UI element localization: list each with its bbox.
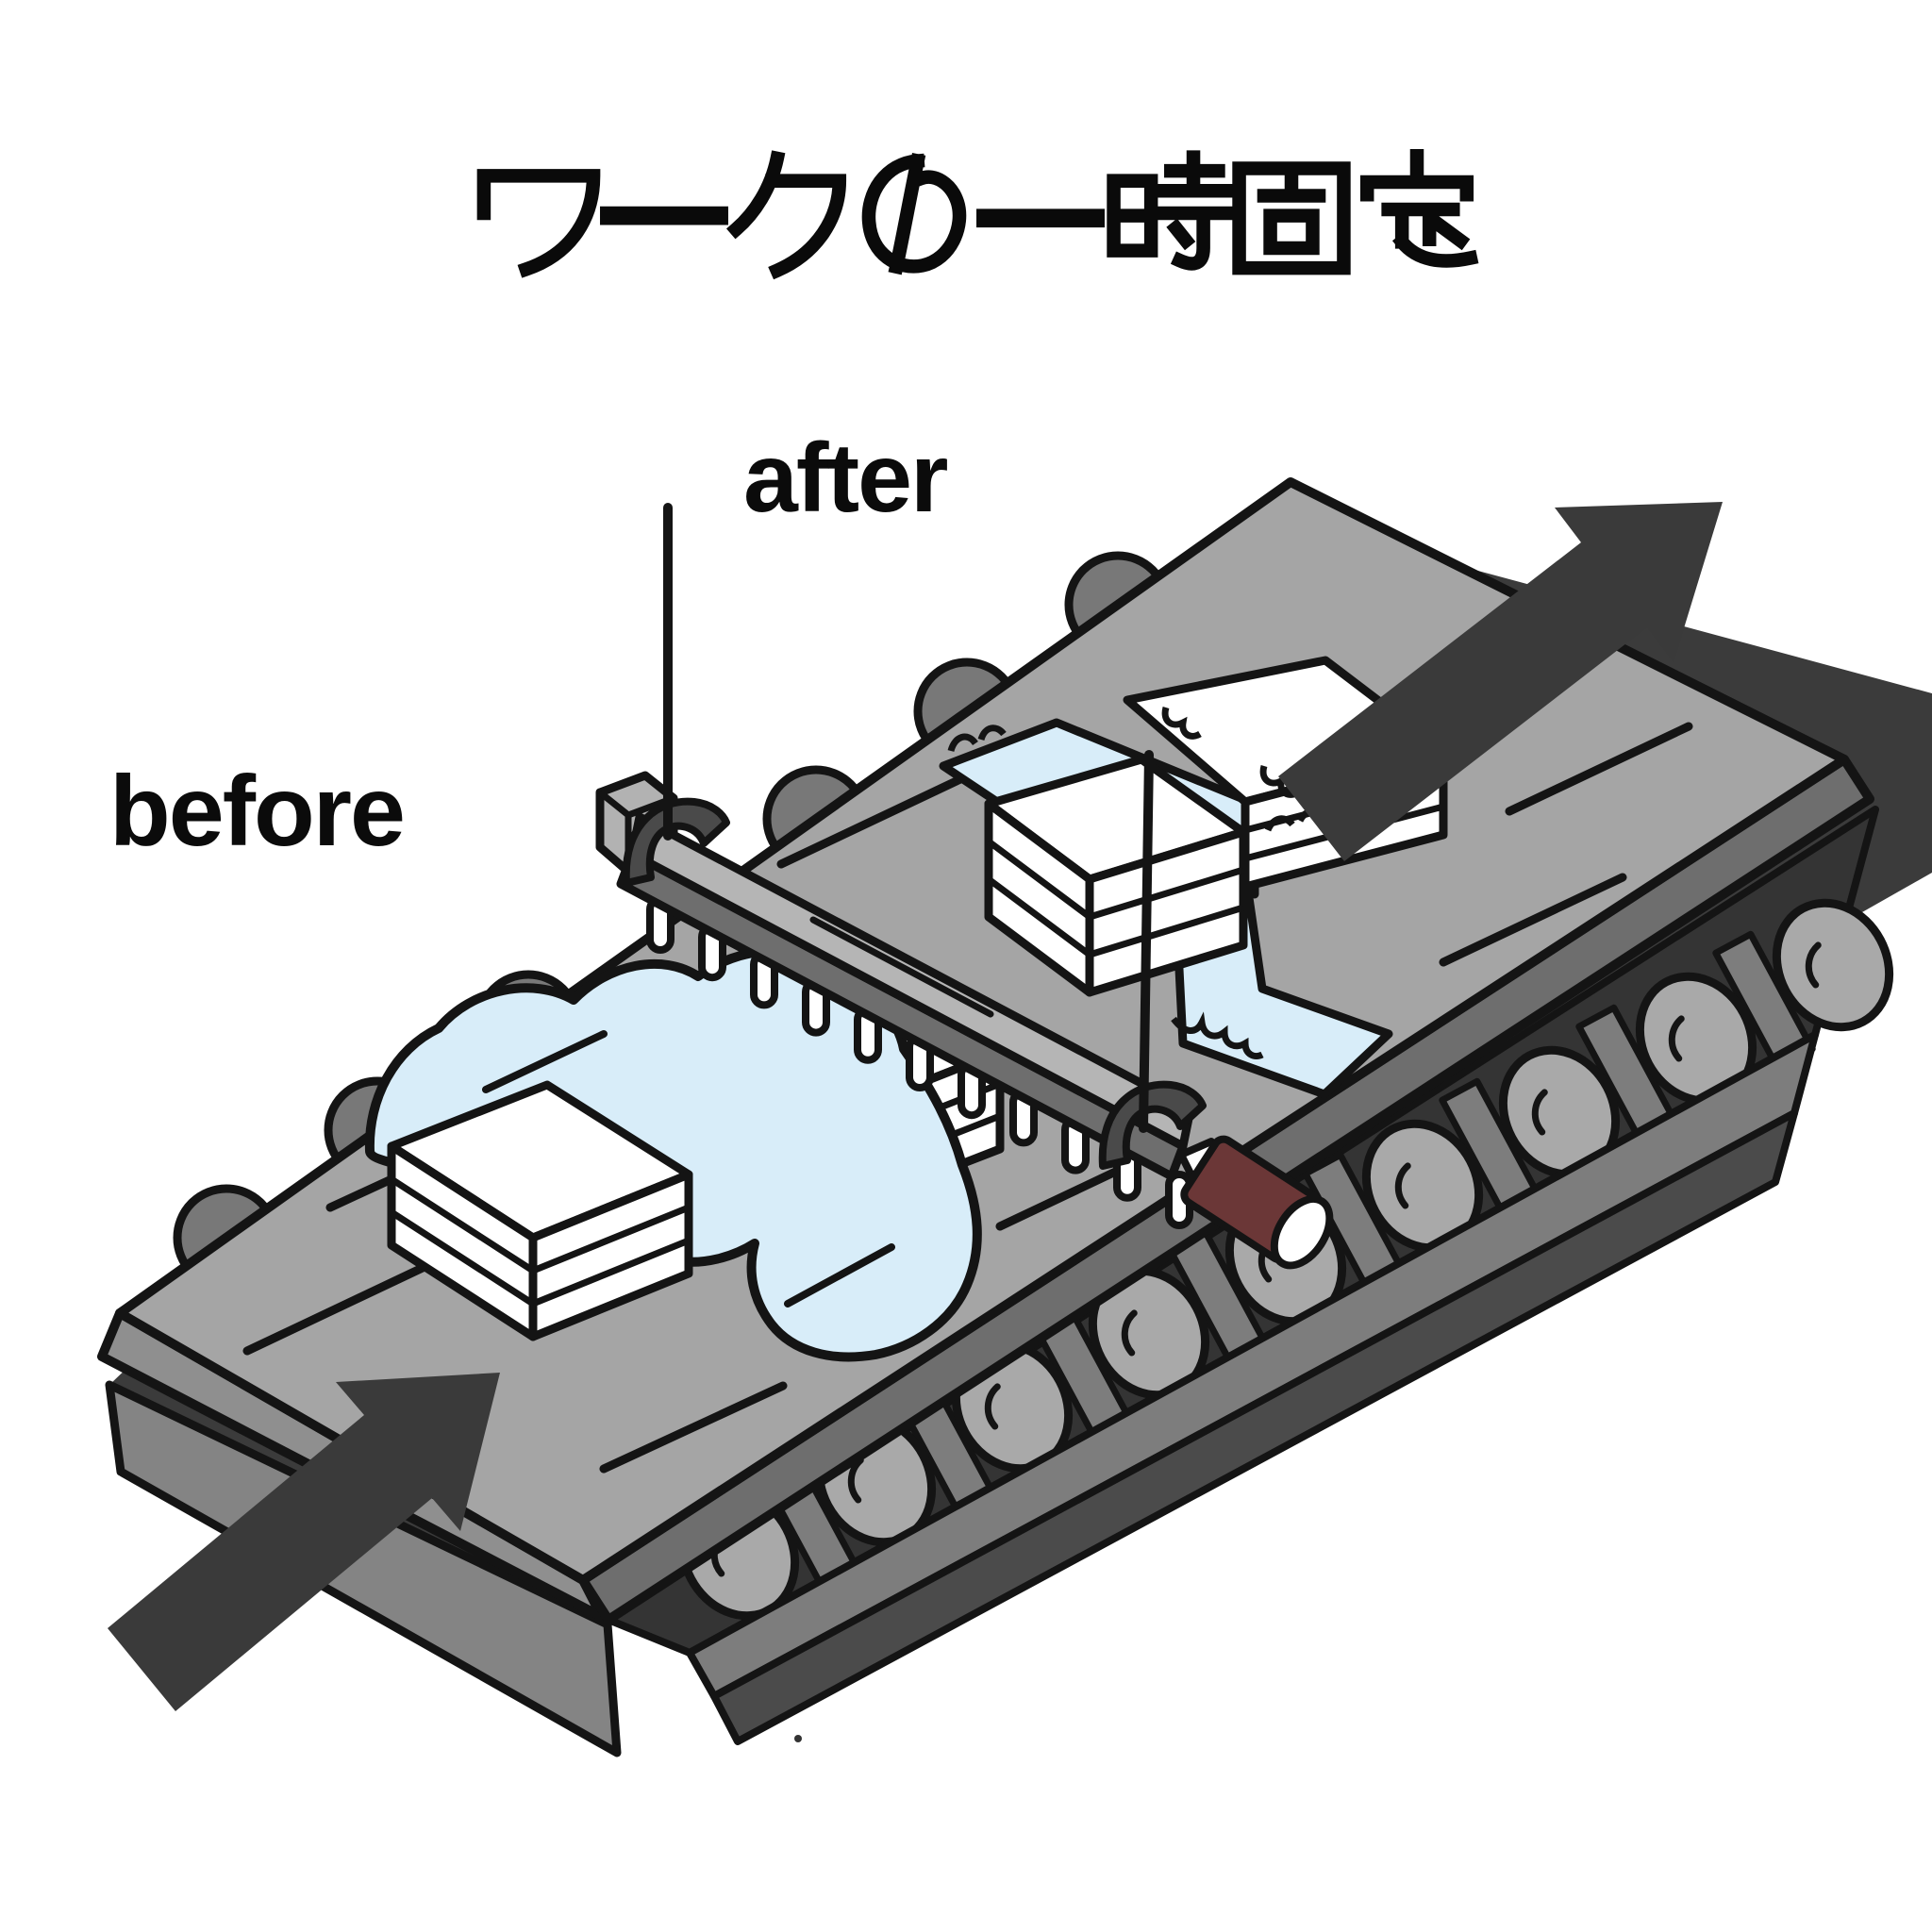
pressing-bar xyxy=(595,771,1334,1270)
cloth-hem-curls xyxy=(1161,707,1300,798)
conveyor-roller xyxy=(1772,898,1894,1032)
glyph-ku xyxy=(725,150,847,280)
lower-bed-side xyxy=(105,1380,622,1757)
outer-rail-side xyxy=(710,1109,1798,1745)
bar-streak xyxy=(809,916,994,1018)
after-left-stack xyxy=(984,755,1248,997)
after-pointer-line-right xyxy=(1139,750,1154,1133)
conveyor-roller xyxy=(1498,1045,1621,1179)
glyph-tei xyxy=(1359,149,1479,268)
red-handle xyxy=(1180,1135,1334,1270)
deck-streak xyxy=(242,1261,431,1356)
right-clamp xyxy=(1098,1080,1207,1170)
deck-streak xyxy=(1439,873,1627,967)
speck xyxy=(794,1735,802,1742)
glyph-ji xyxy=(1107,150,1233,271)
before-left-stack xyxy=(387,1080,693,1341)
deck-streak xyxy=(1505,722,1693,816)
outfeed-arrow-icon xyxy=(1278,502,1723,861)
deck-streak xyxy=(776,774,965,869)
glyph-ko xyxy=(1232,161,1351,275)
vibration-squiggles xyxy=(947,724,1324,1059)
title-glyphs xyxy=(476,149,1479,280)
glyph-no xyxy=(861,152,967,275)
after-label: after xyxy=(743,424,948,533)
glyph-wa xyxy=(476,169,601,278)
conveyor-rollers xyxy=(677,898,1894,1621)
cloth-fold-lines xyxy=(482,1030,895,1307)
before-label: before xyxy=(109,756,406,867)
deck-streak xyxy=(599,1381,788,1474)
infeed-arrow-icon xyxy=(108,1373,500,1711)
left-clamp xyxy=(622,797,730,887)
